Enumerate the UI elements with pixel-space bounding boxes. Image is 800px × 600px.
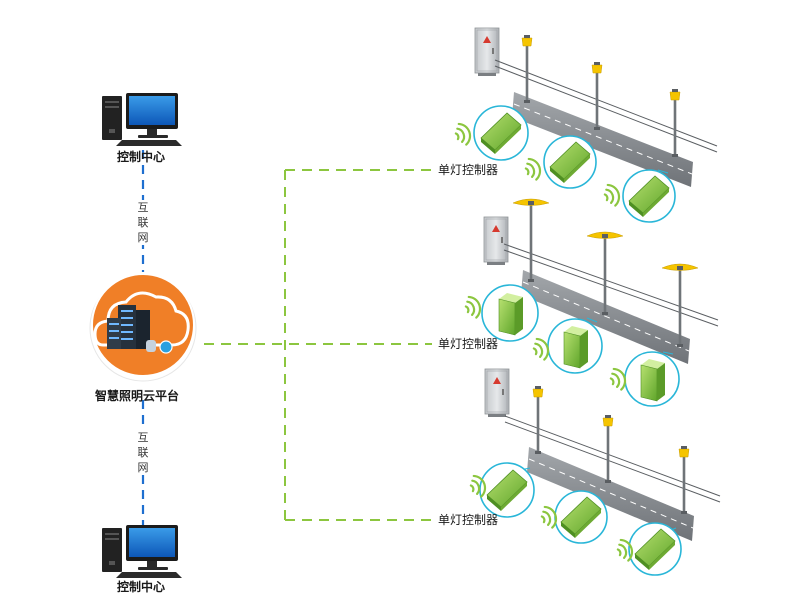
street-lamp bbox=[512, 198, 550, 283]
control-center-top-label: 控制中心 bbox=[117, 150, 166, 164]
group-2-controller-label: 单灯控制器 bbox=[438, 337, 499, 351]
road bbox=[512, 92, 693, 187]
road bbox=[527, 447, 694, 541]
controller-node bbox=[628, 522, 682, 576]
lighting-group-2 bbox=[462, 198, 719, 407]
controller-links bbox=[204, 169, 432, 521]
cloud-icon bbox=[93, 291, 190, 347]
street-lamp bbox=[591, 61, 603, 131]
wireless-icon bbox=[607, 365, 630, 393]
computer-icon bbox=[102, 525, 182, 578]
internet-label-char: 联 bbox=[137, 216, 149, 229]
street-lamp bbox=[532, 385, 544, 455]
lighting-group-3 bbox=[467, 368, 721, 576]
cloud-platform-label: 智慧照明云平台 bbox=[95, 389, 180, 403]
power-cabinet bbox=[474, 27, 500, 77]
power-cabinet bbox=[483, 216, 509, 266]
cloud-platform-icon bbox=[89, 273, 197, 382]
controller-node bbox=[622, 169, 676, 223]
lighting-group-1 bbox=[452, 27, 718, 223]
wireless-icon bbox=[452, 120, 475, 148]
controller-node bbox=[547, 318, 603, 374]
power-cabinet bbox=[484, 368, 510, 418]
internet-label-char: 网 bbox=[137, 461, 149, 474]
street-lamp bbox=[669, 88, 681, 158]
street-lamp bbox=[678, 445, 690, 515]
street-lamp bbox=[602, 414, 614, 484]
control-center-bottom-label: 控制中心 bbox=[117, 580, 166, 594]
controller-node bbox=[479, 462, 535, 518]
internet-label-char: 网 bbox=[137, 231, 149, 244]
internet-label-top: 互 联 网 bbox=[128, 200, 158, 245]
computer-icon bbox=[102, 93, 182, 146]
server-rack-icon bbox=[107, 305, 173, 354]
street-lamp bbox=[521, 34, 533, 104]
internet-label-char: 联 bbox=[137, 446, 149, 459]
wireless-icon bbox=[601, 181, 624, 209]
controller-node bbox=[554, 490, 608, 544]
wireless-icon bbox=[522, 155, 545, 183]
road bbox=[521, 270, 690, 364]
controller-node bbox=[543, 135, 597, 189]
controller-node bbox=[624, 351, 680, 407]
internet-label-bottom: 互 联 网 bbox=[128, 430, 158, 475]
group-3-controller-label: 单灯控制器 bbox=[438, 513, 499, 527]
controller-node bbox=[473, 105, 529, 161]
group-1-controller-label: 单灯控制器 bbox=[438, 163, 499, 177]
internet-label-char: 互 bbox=[137, 431, 149, 444]
wireless-icon bbox=[462, 293, 485, 321]
internet-label-char: 互 bbox=[137, 201, 149, 214]
controller-node bbox=[481, 284, 539, 342]
